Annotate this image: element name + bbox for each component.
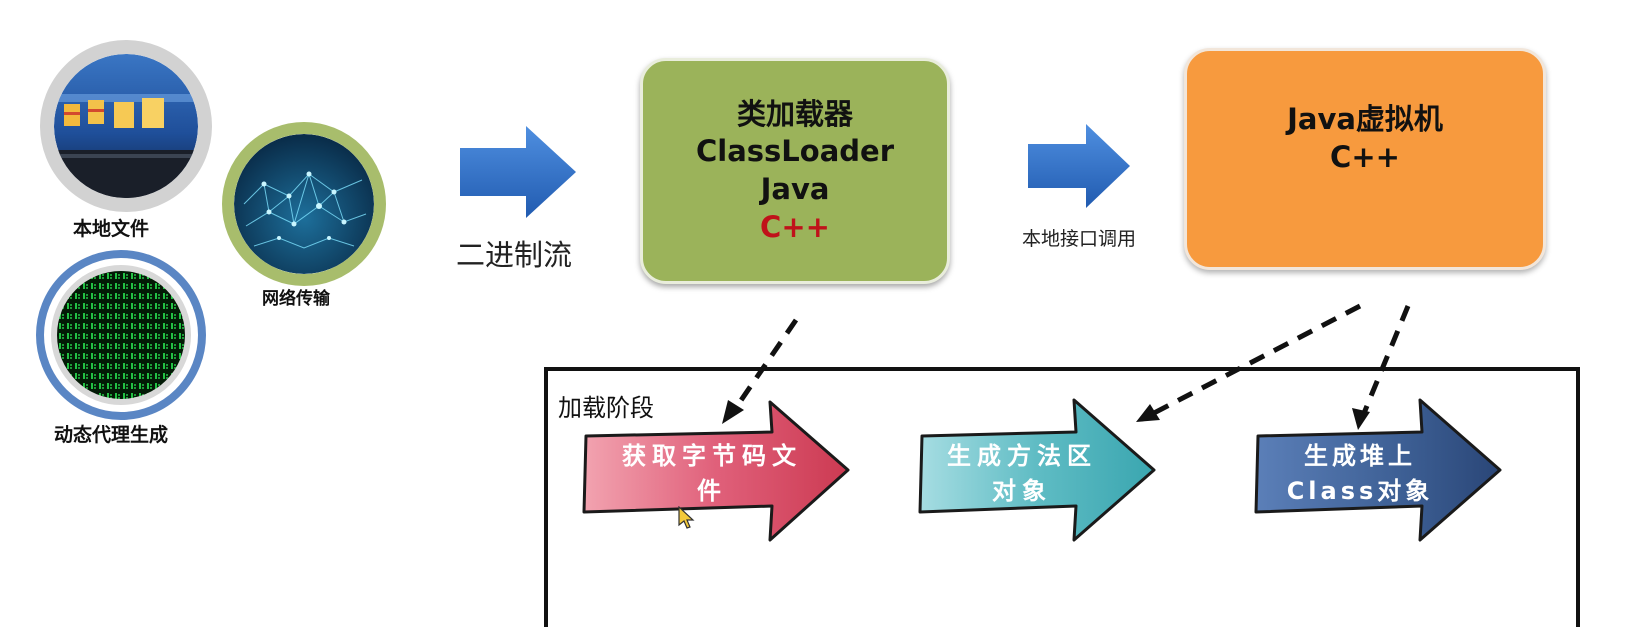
classloader-lang-java: Java bbox=[760, 172, 830, 206]
step-heap-class-text: 生成堆上 Class对象 bbox=[1262, 436, 1458, 512]
native-call-label: 本地接口调用 bbox=[1022, 228, 1137, 250]
classloader-box: 类加载器 ClassLoader Java C++ bbox=[640, 58, 950, 284]
loading-stage-container bbox=[544, 367, 1580, 627]
dynamic-proxy-image bbox=[36, 250, 206, 420]
source-label-network: 网络传输 bbox=[262, 289, 330, 309]
loading-stage-title: 加载阶段 bbox=[558, 394, 654, 422]
step-get-bytecode-text: 获取字节码文 件 bbox=[594, 436, 830, 512]
step-arrow-get-bytecode bbox=[582, 400, 850, 542]
binary-stream-label: 二进制流 bbox=[456, 238, 573, 272]
jvm-lang-cpp: C++ bbox=[1330, 140, 1400, 174]
classloader-name: ClassLoader bbox=[695, 134, 894, 169]
step-heap-class-line2: Class对象 bbox=[1286, 477, 1434, 505]
jvm-title: Java虚拟机 bbox=[1287, 102, 1443, 137]
step-method-area-text: 生成方法区 对象 bbox=[922, 436, 1122, 512]
native-call-arrow-icon bbox=[1028, 124, 1130, 208]
arrowhead-icon bbox=[1136, 404, 1160, 422]
step-method-area-line2: 对象 bbox=[992, 477, 1052, 505]
source-label-dynamic-proxy: 动态代理生成 bbox=[54, 424, 169, 446]
classloader-lang-cpp: C++ bbox=[760, 209, 830, 244]
source-label-local-file: 本地文件 bbox=[73, 218, 150, 240]
binary-code-icon bbox=[57, 271, 185, 399]
dashed-connector-classloader bbox=[730, 318, 799, 414]
jvm-box: Java虚拟机 C++ bbox=[1184, 48, 1546, 270]
arrowhead-icon bbox=[1352, 408, 1370, 430]
classloader-title: 类加载器 bbox=[736, 96, 853, 131]
step-get-bytecode-line1: 获取字节码文 bbox=[622, 442, 802, 471]
arrowhead-icon bbox=[722, 400, 744, 424]
network-icon bbox=[234, 134, 374, 274]
loading-steps-graphic bbox=[582, 303, 1502, 542]
network-image bbox=[222, 122, 386, 286]
step-arrow-heap-class bbox=[1254, 398, 1502, 542]
binary-stream-arrow-icon bbox=[460, 126, 576, 218]
step-get-bytecode-line2: 件 bbox=[697, 477, 727, 505]
step-method-area-line1: 生成方法区 bbox=[947, 442, 1097, 471]
dashed-connector-jvm-heap bbox=[1359, 305, 1411, 419]
step-arrow-method-area bbox=[918, 398, 1156, 542]
step-heap-class-line1: 生成堆上 bbox=[1304, 442, 1416, 471]
dashed-connector-jvm-method-area bbox=[1150, 303, 1362, 417]
mouse-cursor-icon bbox=[678, 506, 695, 529]
